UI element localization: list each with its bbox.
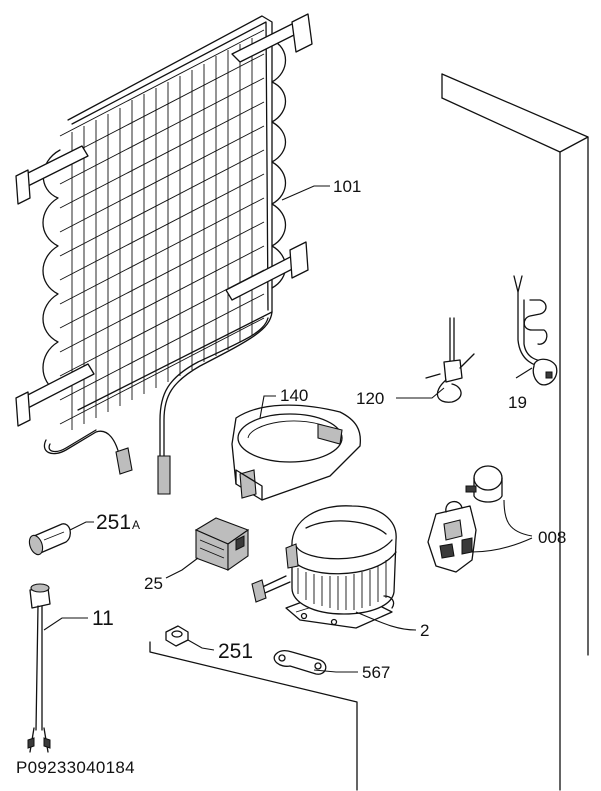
callout-19: 19 (508, 393, 527, 412)
relay-assembly (427, 465, 503, 573)
callout-251: 251 (218, 640, 253, 663)
cabinet-outline (149, 73, 589, 791)
callout-251a-number: 251 (96, 511, 131, 534)
document-id: P09233040184 (16, 758, 135, 777)
callout-567: 567 (362, 663, 390, 682)
fixing-nut (165, 625, 189, 647)
thermostat-sensor (425, 317, 475, 403)
callout-11: 11 (92, 607, 114, 630)
compressor-cover (231, 404, 362, 501)
start-relay-box (194, 517, 250, 572)
callout-2: 2 (420, 621, 429, 640)
callout-labels: 101 140 120 19 251A 008 25 11 2 251 567 (92, 177, 566, 682)
callout-140: 140 (280, 386, 308, 405)
rubber-grommet (28, 523, 72, 556)
mounting-clip (273, 650, 327, 675)
callout-251a: 251A (96, 511, 140, 534)
callout-25: 25 (144, 574, 163, 593)
heater-lead (27, 583, 51, 753)
callout-008: 008 (538, 528, 566, 547)
compressor (251, 505, 397, 629)
callout-101: 101 (333, 177, 361, 196)
condenser (15, 13, 313, 495)
callout-251a-suffix: A (132, 518, 140, 532)
callout-120: 120 (356, 389, 384, 408)
leader-lines (43, 185, 533, 673)
power-cable (513, 275, 558, 386)
